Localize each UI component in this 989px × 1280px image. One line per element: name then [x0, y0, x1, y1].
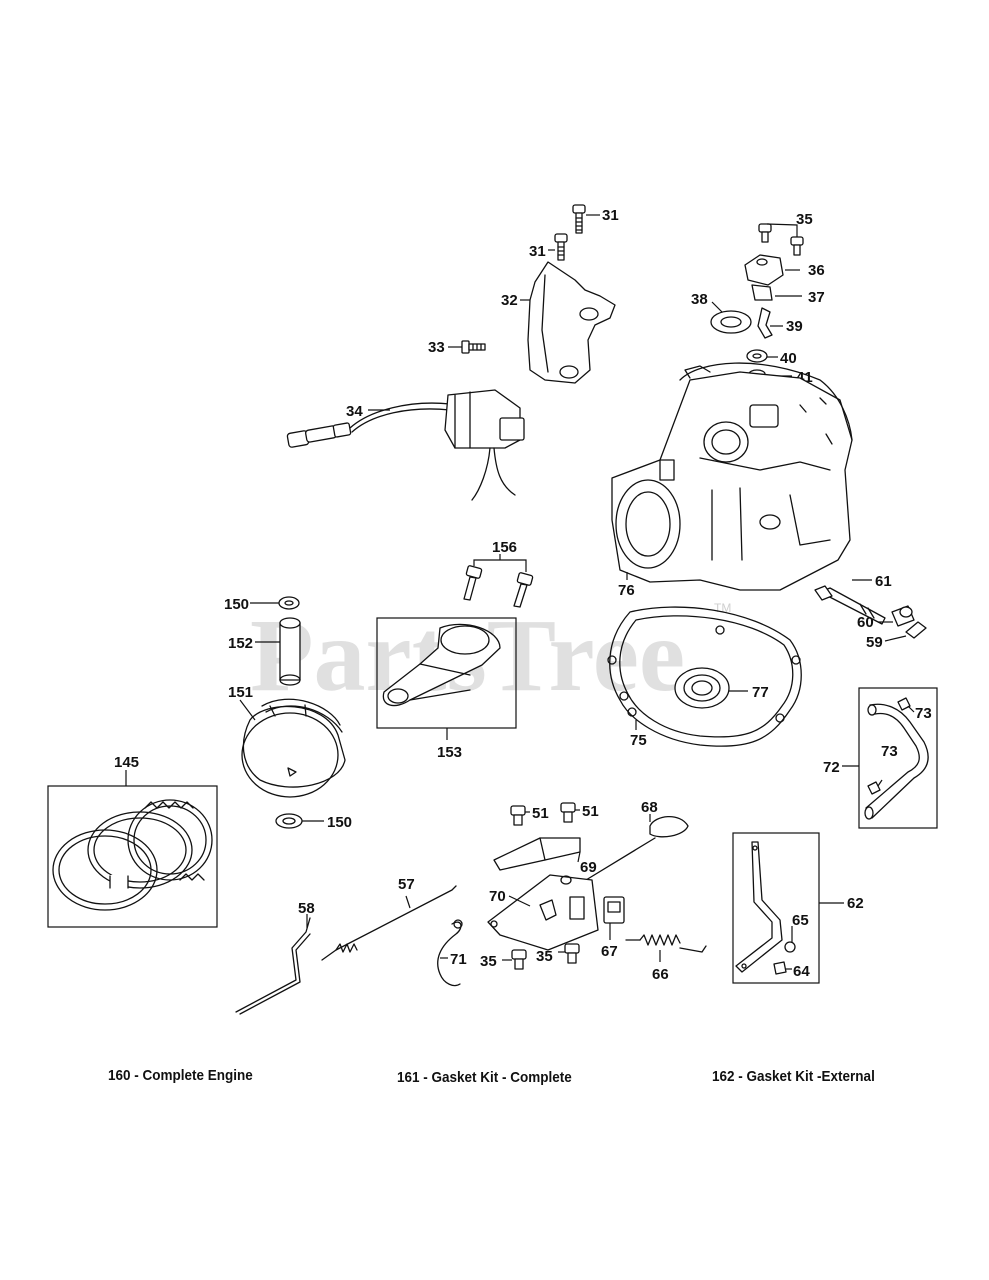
part-62-governor-lever[interactable]	[735, 841, 783, 973]
part-60-bushing[interactable]	[891, 605, 915, 627]
callout-60[interactable]: 60	[857, 614, 874, 631]
part-31-bolt-lower[interactable]	[554, 233, 568, 261]
kit-gasket-complete[interactable]: 161 - Gasket Kit - Complete	[397, 1069, 572, 1086]
part-38-seal[interactable]	[710, 310, 752, 334]
part-73-clamp-bottom[interactable]	[867, 781, 881, 795]
part-68-throttle-cable[interactable]	[581, 815, 689, 885]
callout-156[interactable]: 156	[492, 539, 517, 556]
part-40-washer[interactable]	[746, 349, 768, 363]
part-72-breather-tube[interactable]	[864, 703, 929, 820]
callout-33[interactable]: 33	[428, 339, 445, 356]
part-77-bearing[interactable]	[674, 667, 730, 709]
callout-34[interactable]: 34	[346, 403, 363, 420]
callout-39[interactable]: 39	[786, 318, 803, 335]
part-150-clip-bottom[interactable]	[275, 813, 303, 829]
callout-152[interactable]: 152	[228, 635, 253, 652]
part-145-piston-rings[interactable]	[52, 799, 213, 911]
callout-67[interactable]: 67	[601, 943, 618, 960]
callout-35-top[interactable]: 35	[796, 211, 813, 228]
part-72-box	[858, 687, 938, 829]
callout-77[interactable]: 77	[752, 684, 769, 701]
part-71-clip[interactable]	[437, 919, 463, 987]
part-51-screw-a[interactable]	[510, 805, 526, 826]
kit-complete-engine[interactable]: 160 - Complete Engine	[108, 1067, 253, 1084]
part-76-crankcase[interactable]	[611, 362, 853, 591]
callout-151[interactable]: 151	[228, 684, 253, 701]
callout-145[interactable]: 145	[114, 754, 139, 771]
callout-38[interactable]: 38	[691, 291, 708, 308]
callout-69[interactable]: 69	[580, 859, 597, 876]
callout-62[interactable]: 62	[847, 895, 864, 912]
callout-58[interactable]: 58	[298, 900, 315, 917]
callout-31-upper[interactable]: 31	[602, 207, 619, 224]
part-65-nut[interactable]	[784, 941, 796, 953]
callout-51-left[interactable]: 51	[532, 805, 549, 822]
callout-71[interactable]: 71	[450, 951, 467, 968]
part-35-screw-c[interactable]	[511, 949, 527, 970]
part-75-gasket[interactable]	[607, 606, 802, 747]
callout-51-right[interactable]: 51	[582, 803, 599, 820]
part-70-control-plate[interactable]	[487, 874, 599, 951]
callout-37[interactable]: 37	[808, 289, 825, 306]
part-35-screw-a[interactable]	[758, 223, 772, 243]
part-150-clip-top[interactable]	[278, 596, 300, 610]
part-51-screw-b[interactable]	[560, 802, 576, 823]
callout-150-bottom[interactable]: 150	[327, 814, 352, 831]
callout-73-bottom[interactable]: 73	[881, 743, 898, 760]
part-156-bolt-a[interactable]	[463, 565, 483, 601]
part-39-arm[interactable]	[757, 307, 773, 339]
callout-66[interactable]: 66	[652, 966, 669, 983]
part-32-shroud[interactable]	[527, 261, 616, 384]
part-73-clamp-top[interactable]	[897, 697, 911, 711]
callout-73-top[interactable]: 73	[915, 705, 932, 722]
kit-gasket-external[interactable]: 162 - Gasket Kit -External	[712, 1068, 875, 1085]
part-35-screw-d[interactable]	[564, 943, 580, 964]
part-57-governor-link[interactable]	[321, 885, 457, 961]
callout-150-top[interactable]: 150	[224, 596, 249, 613]
part-37-block[interactable]	[751, 284, 773, 301]
part-35-screw-b[interactable]	[790, 236, 804, 256]
part-62-box	[732, 832, 820, 984]
part-153-connecting-rod[interactable]	[382, 623, 501, 707]
callout-61[interactable]: 61	[875, 573, 892, 590]
callout-64[interactable]: 64	[793, 963, 810, 980]
callout-72[interactable]: 72	[823, 759, 840, 776]
callout-31-lower[interactable]: 31	[529, 243, 546, 260]
callout-75[interactable]: 75	[630, 732, 647, 749]
part-156-bolt-b[interactable]	[513, 572, 534, 608]
part-152-piston-pin[interactable]	[279, 617, 301, 686]
callout-65[interactable]: 65	[792, 912, 809, 929]
callout-68[interactable]: 68	[641, 799, 658, 816]
part-64-bolt[interactable]	[773, 961, 787, 975]
callout-153[interactable]: 153	[437, 744, 462, 761]
part-151-piston[interactable]	[241, 698, 346, 798]
part-69-bracket[interactable]	[493, 837, 581, 871]
callout-36[interactable]: 36	[808, 262, 825, 279]
part-67-switch[interactable]	[603, 896, 625, 924]
part-58-rod[interactable]	[235, 917, 311, 1015]
callout-35-lower-left[interactable]: 35	[480, 953, 497, 970]
callout-35-lower-right[interactable]: 35	[536, 948, 553, 965]
part-34-ignition-coil[interactable]	[286, 389, 525, 501]
callout-59[interactable]: 59	[866, 634, 883, 651]
part-36-bracket[interactable]	[744, 254, 784, 286]
callout-57[interactable]: 57	[398, 876, 415, 893]
part-66-spring[interactable]	[625, 934, 707, 953]
part-61-rod[interactable]	[814, 585, 886, 625]
part-59-pin[interactable]	[905, 621, 927, 639]
part-33-bolt[interactable]	[461, 340, 486, 354]
callout-40[interactable]: 40	[780, 350, 797, 367]
callout-70[interactable]: 70	[489, 888, 506, 905]
callout-32[interactable]: 32	[501, 292, 518, 309]
part-145-box	[47, 785, 218, 928]
callout-76[interactable]: 76	[618, 582, 635, 599]
part-31-bolt-upper[interactable]	[572, 204, 586, 234]
